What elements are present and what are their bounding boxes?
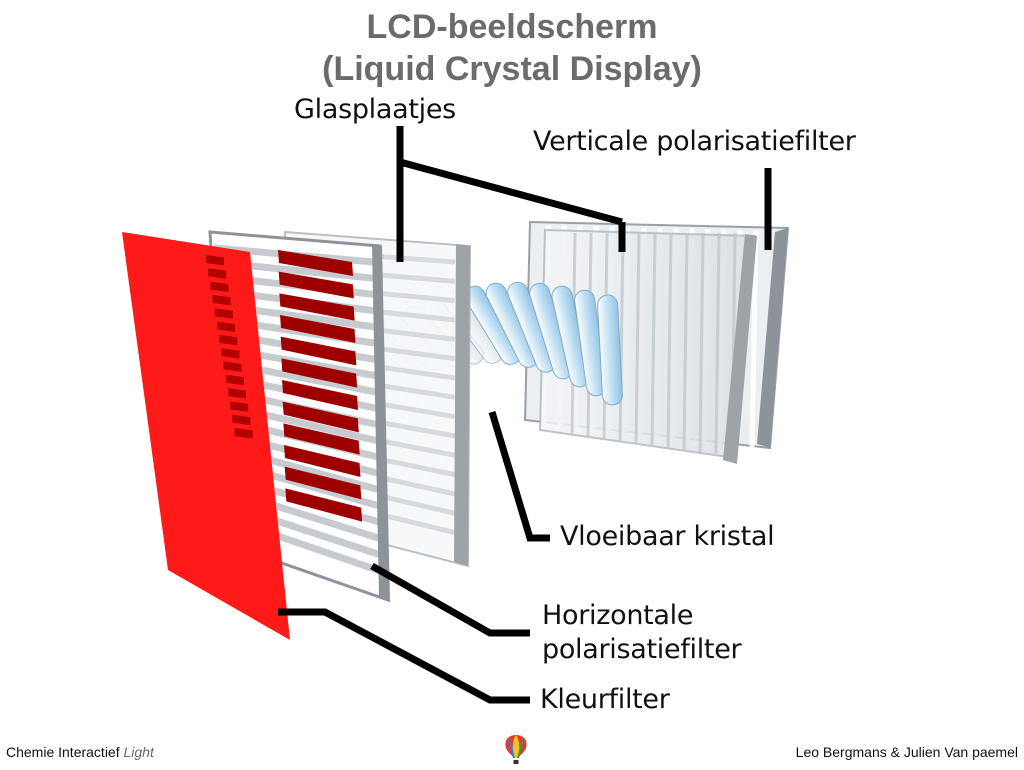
red-subpixel-stripe xyxy=(285,488,363,522)
filter-cell xyxy=(217,321,235,333)
filter-cell xyxy=(212,294,231,306)
glass-stripe xyxy=(682,232,689,451)
label-verticale-polarisatiefilter: Verticale polarisatiefilter xyxy=(533,126,856,157)
filter-cell xyxy=(210,281,229,293)
red-subpixel-stripe xyxy=(280,315,356,343)
filter-cell xyxy=(206,254,224,266)
glass-stripe xyxy=(650,232,657,447)
colour-filter xyxy=(122,232,290,640)
red-subpixel-stripe xyxy=(278,271,354,299)
crystal-rod xyxy=(597,294,623,406)
red-subpixel-stripe xyxy=(282,380,358,410)
glass-stripe xyxy=(634,232,641,445)
filter-cell xyxy=(232,414,251,426)
filter-cell xyxy=(214,308,233,319)
filter-cell xyxy=(221,348,240,359)
vertical-filter-stripe xyxy=(749,230,759,449)
footer-source-suffix: Light xyxy=(123,744,154,760)
label-kleurfilter: Kleurfilter xyxy=(540,684,670,715)
filter-cell xyxy=(225,374,244,386)
label-horizontale-line2: polarisatiefilter xyxy=(542,634,742,665)
filter-cell xyxy=(208,268,227,279)
label-horizontale-line1: Horizontale xyxy=(542,600,694,631)
glass-stripe xyxy=(618,232,625,443)
footer-source-main: Chemie Interactief xyxy=(6,744,120,760)
glass-stripe xyxy=(666,232,673,449)
filter-cell xyxy=(230,401,249,412)
footer-authors: Leo Bergmans & Julien Van paemel xyxy=(795,744,1018,760)
label-vloeibaar-kristal: Vloeibaar kristal xyxy=(560,521,775,552)
page-title: LCD-beeldscherm xyxy=(366,8,658,46)
red-subpixel-stripe xyxy=(283,423,360,455)
red-subpixel-stripe xyxy=(282,401,359,433)
filter-cell xyxy=(228,388,246,399)
red-subpixel-stripe xyxy=(284,466,362,500)
leader-lines xyxy=(278,126,772,704)
filter-cell xyxy=(223,361,242,372)
glass-stripe xyxy=(698,232,705,453)
glass-stripe xyxy=(714,232,721,455)
red-subpixel-stripe xyxy=(284,445,361,477)
red-subpixel-stripe xyxy=(279,293,355,321)
filter-cell xyxy=(234,427,253,439)
filter-cell xyxy=(219,334,238,346)
red-subpixel-stripe xyxy=(281,358,358,388)
red-subpixel-stripe xyxy=(280,336,357,366)
red-subpixel-stripes xyxy=(278,250,363,522)
hot-air-balloon-icon xyxy=(503,734,529,770)
red-subpixel-stripe xyxy=(278,250,353,276)
label-glasplaatjes: Glasplaatjes xyxy=(294,94,456,125)
footer-source: Chemie Interactief Light xyxy=(6,744,154,760)
page-subtitle: (Liquid Crystal Display) xyxy=(322,50,702,88)
